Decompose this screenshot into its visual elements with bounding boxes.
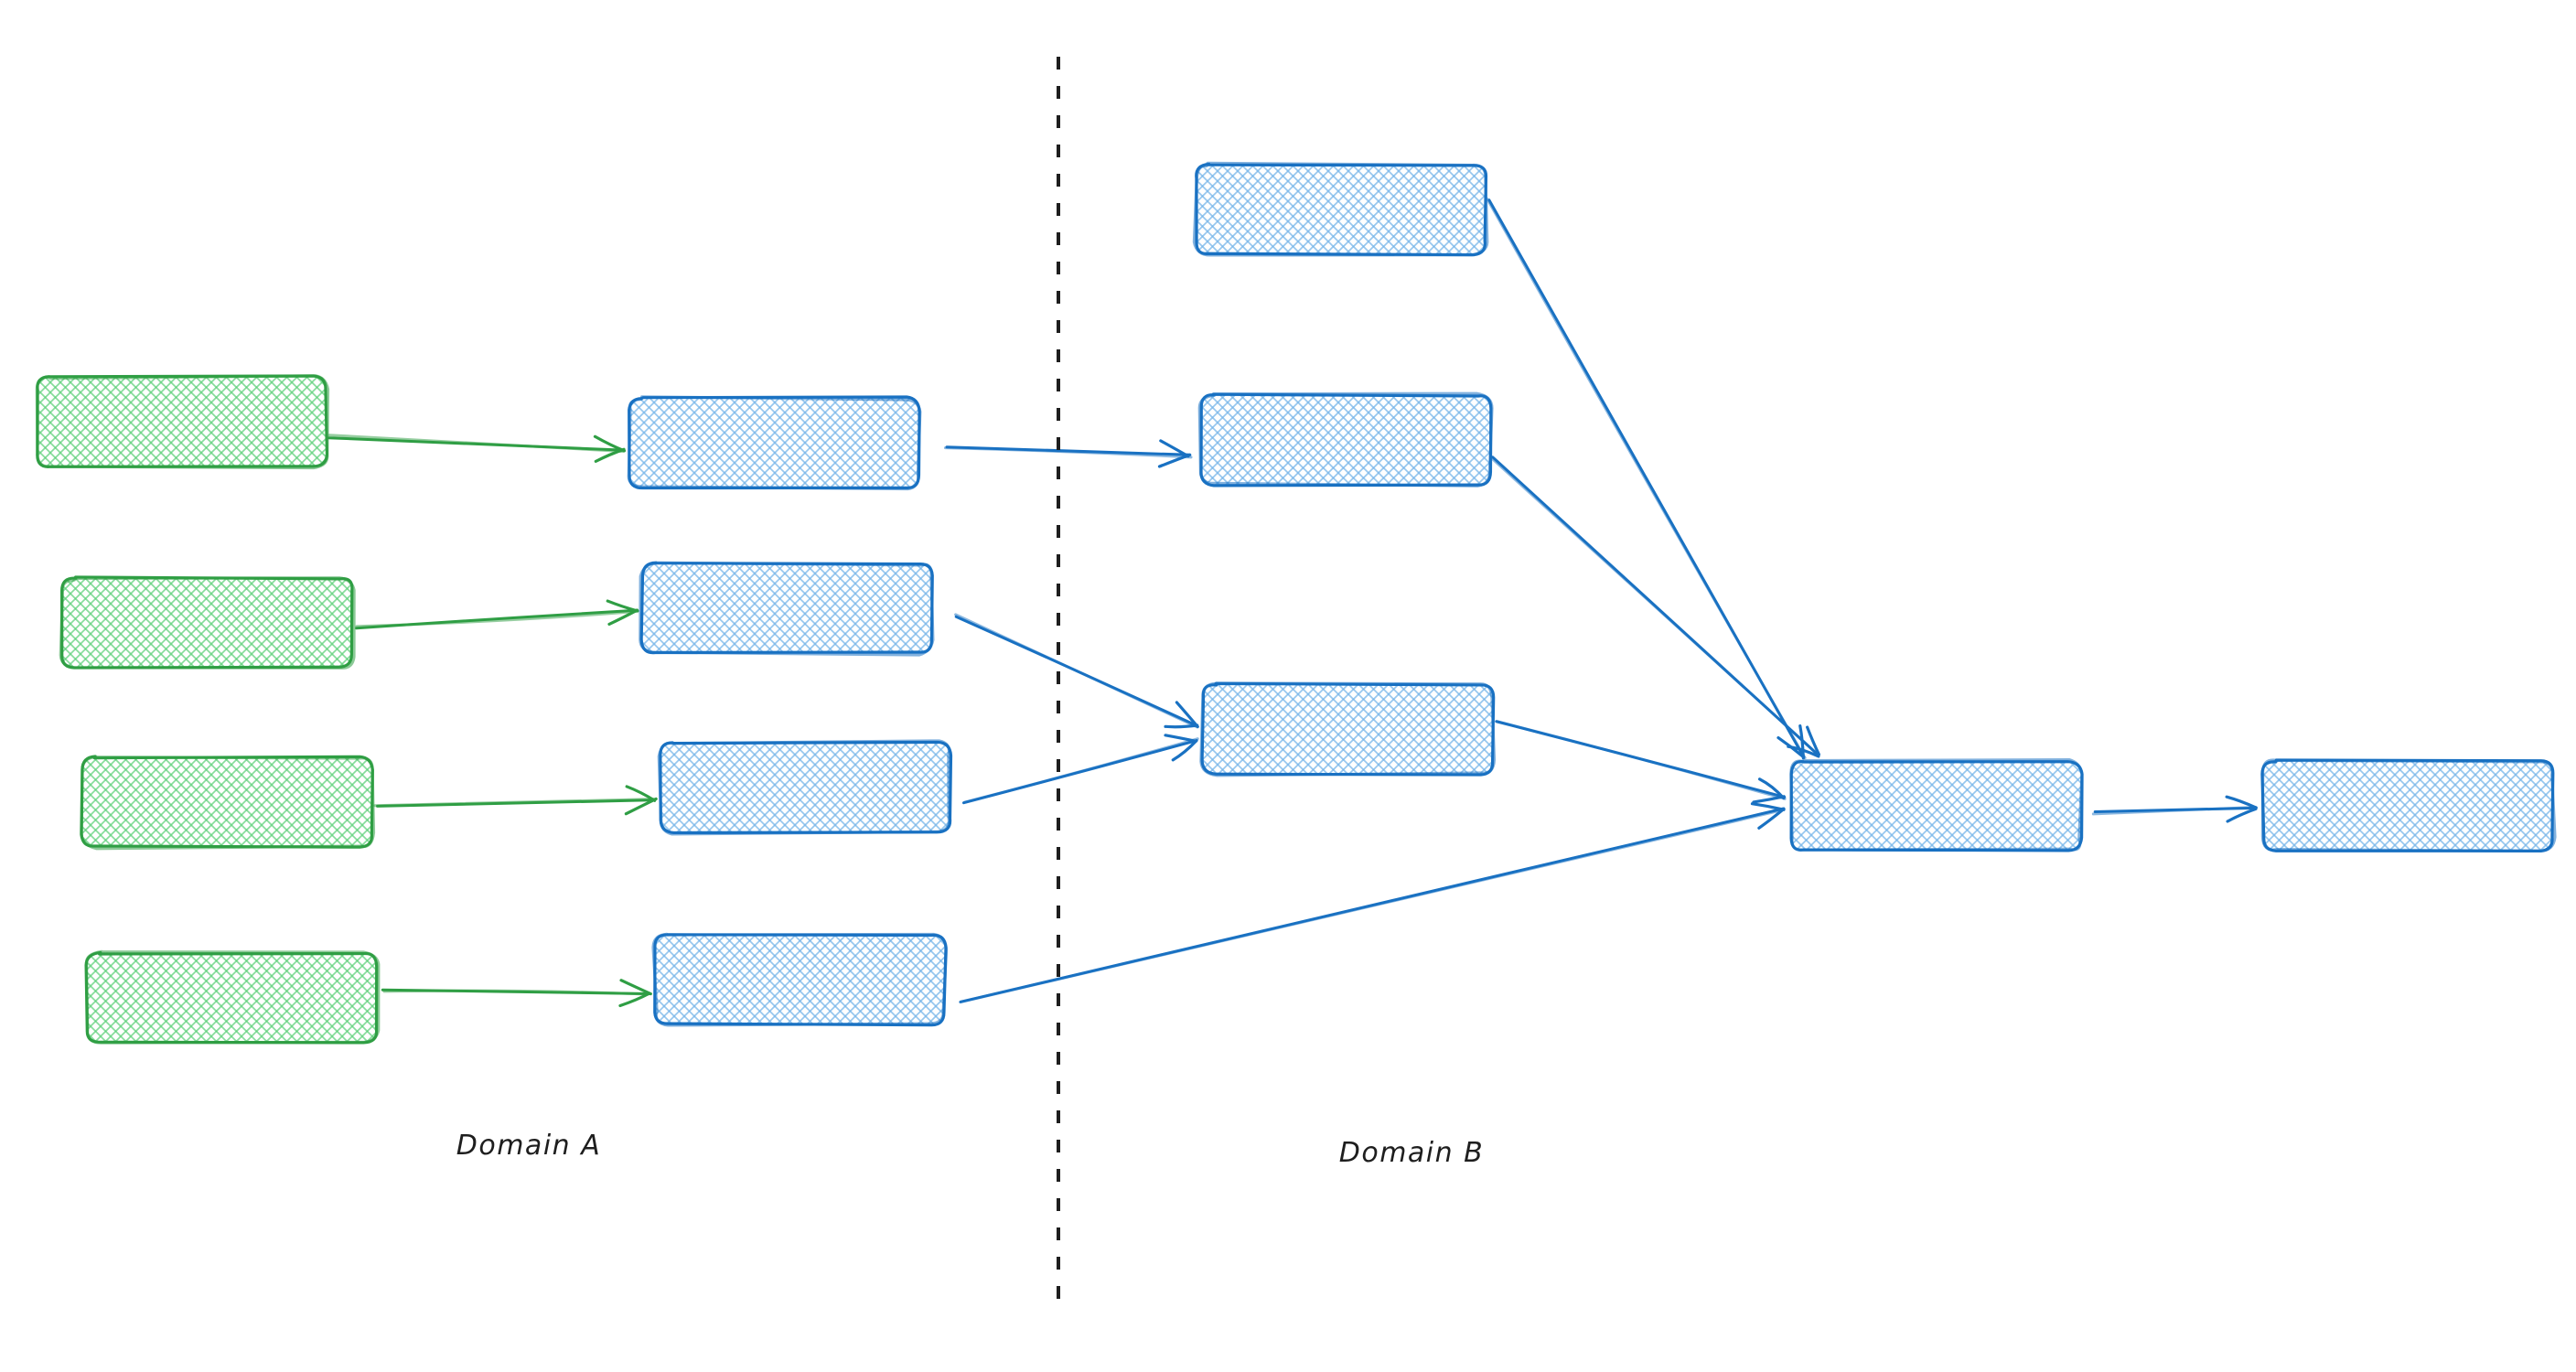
edge-arrow-e5[interactable] [943,439,1193,468]
arrowhead-stroke [1750,802,1786,811]
domain-label-layer: Domain A Domain B [456,1130,1485,1169]
node-outline [59,576,356,670]
edge-line [1490,457,1820,757]
node-fill [1200,395,1492,486]
edge-arrow-e9[interactable] [1486,198,1807,760]
arrowhead-stroke [618,991,651,1008]
arrowhead-stroke [1787,745,1820,758]
node-outline [1789,758,2084,852]
edge-line [954,613,1199,729]
edge-arrow-e3[interactable] [373,785,658,816]
edge-arrow-e11[interactable] [1495,720,1787,804]
edge-arrow-e4[interactable] [381,979,652,1008]
node-fill [1202,683,1494,775]
edge-arrow-e2[interactable] [355,599,639,630]
edge-layer [327,198,2258,1008]
arrowhead-stroke [1159,439,1190,458]
node-outline [657,739,951,836]
node-outline [1197,391,1494,488]
node-outline [1192,161,1489,257]
arrowhead-stroke [593,434,627,453]
arrowhead-stroke [1164,734,1197,743]
edge-line [373,798,656,808]
edge-line [1496,720,1787,800]
node-box-m2[interactable] [639,561,935,657]
edge-line [2091,805,2258,816]
node-fill [87,952,378,1044]
node-box-m4[interactable] [651,932,949,1027]
arrowhead-stroke [625,785,657,802]
node-fill [82,756,372,848]
edge-arrow-e6[interactable] [954,613,1199,729]
node-outline [84,949,381,1045]
edge-arrow-e10[interactable] [1490,456,1820,758]
node-fill [1790,760,2081,852]
node-layer [35,161,2557,1045]
node-box-out[interactable] [2260,758,2557,852]
node-fill [36,376,327,467]
arrowhead-stroke [619,979,652,996]
edge-line [959,809,1785,1004]
node-outline [2260,758,2557,852]
edge-line [327,434,625,454]
edge-arrow-e7[interactable] [961,734,1199,805]
node-box-b2[interactable] [1197,391,1494,488]
node-box-a4[interactable] [84,949,381,1045]
arrowhead-stroke [2225,795,2258,809]
edge-line [1486,198,1807,760]
node-fill [62,577,353,669]
node-box-a1[interactable] [35,374,330,470]
arrowhead-stroke [1175,701,1199,729]
edge-line [962,737,1199,804]
node-outline [627,395,922,491]
edge-line [355,609,639,628]
node-fill [655,934,946,1024]
arrowhead-stroke [1164,724,1199,729]
node-outline [639,561,935,657]
node-box-hub[interactable] [1789,758,2084,852]
node-box-a2[interactable] [59,575,356,670]
node-fill [641,563,933,653]
node-box-m3[interactable] [657,739,953,836]
node-box-b3[interactable] [1199,681,1497,777]
node-box-m1[interactable] [627,395,922,491]
node-fill [2262,760,2553,851]
node-outline [35,374,330,470]
node-outline [651,932,949,1027]
edge-line [943,446,1193,459]
node-outline [80,755,376,851]
node-outline [1199,681,1497,777]
domain-b-label: Domain B [1339,1137,1485,1169]
node-box-b1[interactable] [1192,161,1489,257]
edge-line [382,989,649,996]
arrowhead-stroke [1752,795,1786,804]
arrowhead-stroke [606,599,639,613]
edge-arrow-e8[interactable] [959,802,1786,1004]
arrowhead-stroke [1806,725,1820,756]
node-fill [1195,164,1486,255]
arrowhead-stroke [2226,807,2258,823]
edge-arrow-e12[interactable] [2091,795,2258,823]
node-box-a3[interactable] [80,755,376,851]
node-fill [660,742,951,833]
arrowhead-stroke [1171,739,1198,762]
arrowhead-stroke [1757,777,1786,800]
node-fill [628,397,919,488]
edge-arrow-e1[interactable] [327,434,627,463]
domain-a-label: Domain A [456,1130,601,1162]
